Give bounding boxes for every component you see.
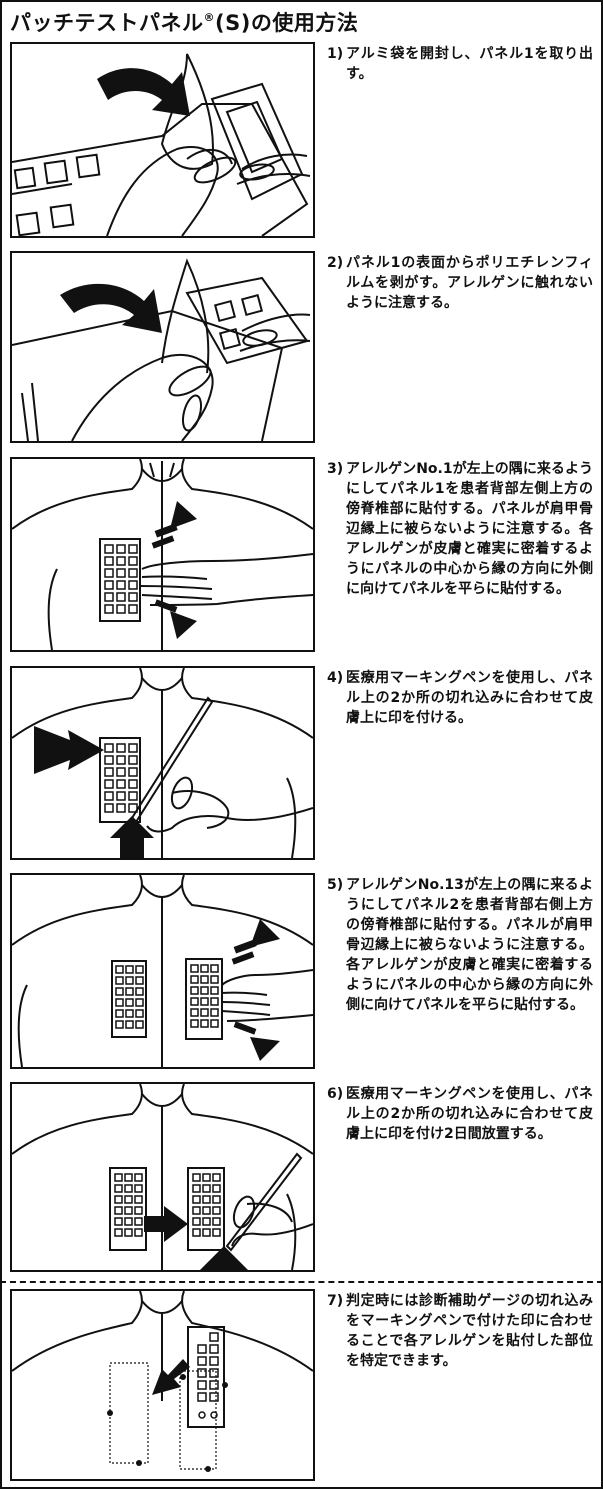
up-arrow-icon bbox=[200, 1246, 248, 1270]
arrow-icon bbox=[97, 68, 190, 116]
illustration-step-6 bbox=[10, 1082, 315, 1272]
illustration-step-2 bbox=[10, 251, 315, 443]
step-5: 5) アレルゲンNo.13が左上の隅に来るようにしてパネル2を患者背部右側上方の… bbox=[327, 875, 593, 1015]
step-4-text: 医療用マーキングペンを使用し、パネル上の2か所の切れ込みに合わせて皮膚上に印を付… bbox=[346, 670, 593, 726]
right-arrow-icon bbox=[34, 726, 104, 774]
reading-gauge-illustration bbox=[12, 1291, 313, 1472]
step-3-text: アレルゲンNo.1が左上の隅に来るようにしてパネル1を患者背部左側上方の傍脊椎部… bbox=[346, 461, 593, 597]
step-2-number: 2) bbox=[327, 255, 344, 271]
step-2: 2) パネル1の表面からポリエチレンフィルムを剥がす。アレルゲンに触れないように… bbox=[327, 253, 593, 313]
spread-arrows-icon bbox=[151, 501, 197, 639]
arrow-icon bbox=[60, 283, 162, 333]
step-4: 4) 医療用マーキングペンを使用し、パネル上の2か所の切れ込みに合わせて皮膚上に… bbox=[327, 668, 593, 728]
step-5-text: アレルゲンNo.13が左上の隅に来るようにしてパネル2を患者背部右側上方の傍脊椎… bbox=[346, 877, 593, 1013]
step-7-number: 7) bbox=[327, 1293, 344, 1309]
mark-panel-2-illustration bbox=[12, 1084, 313, 1270]
illustration-step-4 bbox=[10, 666, 315, 860]
mark-notches-illustration bbox=[12, 668, 313, 858]
left-arrow-icon bbox=[152, 1359, 190, 1395]
step-2-text: パネル1の表面からポリエチレンフィルムを剥がす。アレルゲンに触れないように注意す… bbox=[346, 255, 593, 311]
illustration-step-5 bbox=[10, 873, 315, 1069]
step-4-number: 4) bbox=[327, 670, 344, 686]
page-title: パッチテストパネル®(S)の使用方法 bbox=[10, 11, 359, 35]
step-6-number: 6) bbox=[327, 1086, 344, 1102]
step-1-text: アルミ袋を開封し、パネル1を取り出す。 bbox=[346, 46, 593, 82]
step-1-number: 1) bbox=[327, 46, 344, 62]
step-7-text: 判定時には診断補助ゲージの切れ込みをマーキングペンで付けた印に合わせることで各ア… bbox=[346, 1293, 593, 1369]
peel-film-illustration bbox=[12, 258, 311, 441]
illustration-step-1 bbox=[10, 42, 315, 238]
step-1: 1) アルミ袋を開封し、パネル1を取り出す。 bbox=[327, 44, 593, 84]
open-pouch-illustration bbox=[12, 53, 311, 236]
step-3-number: 3) bbox=[327, 461, 344, 477]
step-6: 6) 医療用マーキングペンを使用し、パネル上の2か所の切れ込みに合わせて皮膚上に… bbox=[327, 1084, 593, 1144]
apply-panel-2-illustration bbox=[12, 875, 313, 1067]
step-3: 3) アレルゲンNo.1が左上の隅に来るようにしてパネル1を患者背部左側上方の傍… bbox=[327, 459, 593, 599]
illustration-step-7 bbox=[10, 1289, 315, 1481]
section-divider bbox=[0, 1281, 603, 1283]
registered-mark: ® bbox=[203, 11, 215, 24]
apply-panel-1-illustration bbox=[12, 459, 313, 650]
step-5-number: 5) bbox=[327, 877, 344, 893]
step-7: 7) 判定時には診断補助ゲージの切れ込みをマーキングペンで付けた印に合わせること… bbox=[327, 1291, 593, 1371]
step-6-text: 医療用マーキングペンを使用し、パネル上の2か所の切れ込みに合わせて皮膚上に印を付… bbox=[346, 1086, 593, 1142]
right-arrow-icon bbox=[144, 1206, 188, 1242]
up-arrow-icon bbox=[110, 816, 154, 858]
illustration-step-3 bbox=[10, 457, 315, 652]
spread-arrows-icon bbox=[231, 919, 280, 1061]
